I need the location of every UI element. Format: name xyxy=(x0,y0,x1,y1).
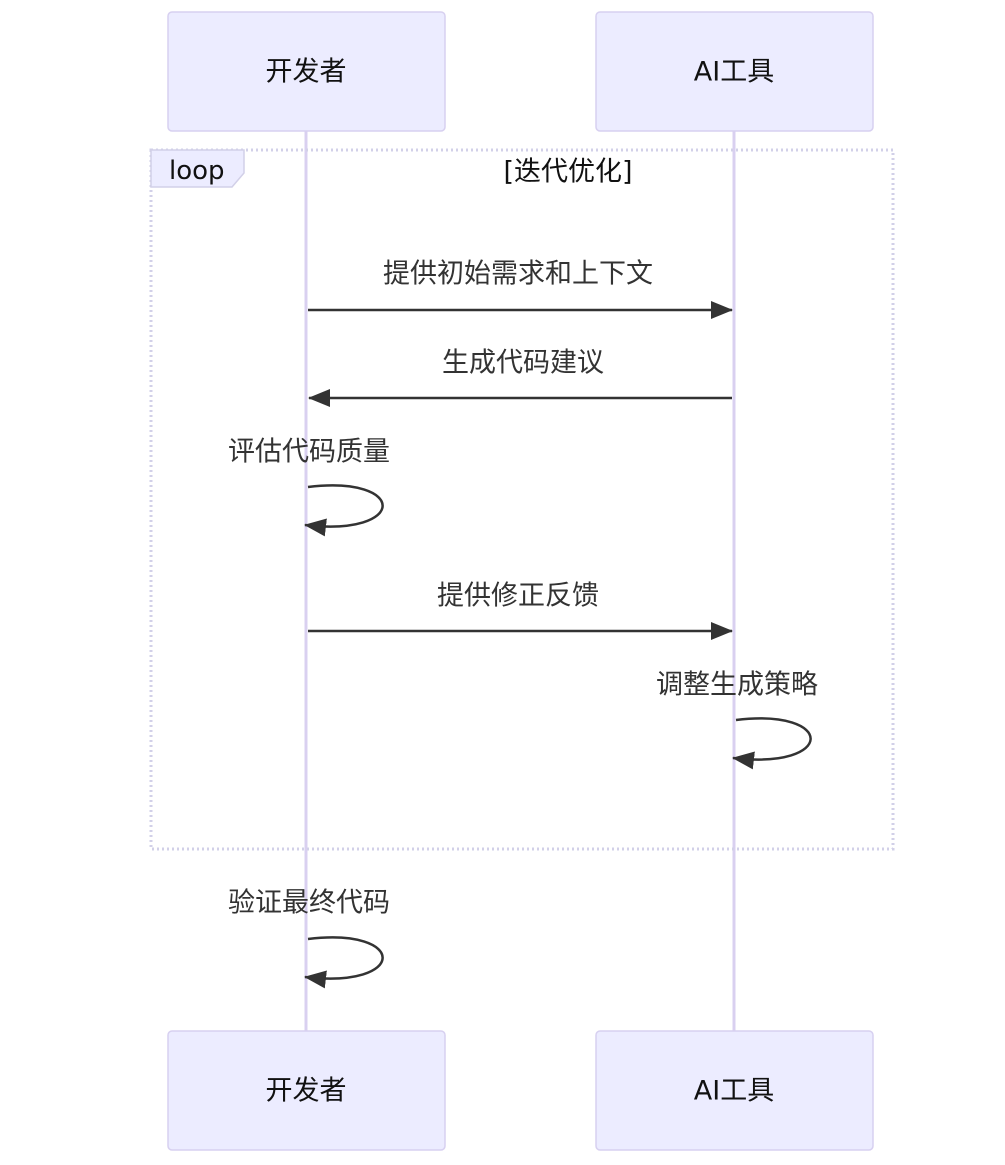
message-adjust-strategy-label: 调整生成策略 xyxy=(656,670,818,701)
message-evaluate-quality-label: 评估代码质量 xyxy=(228,437,390,468)
message-verify-final-code-label: 验证最终代码 xyxy=(228,888,390,919)
actor-developer-bottom-label: 开发者 xyxy=(266,1076,347,1107)
actor-ai-tool-top-label: AI工具 xyxy=(694,57,774,88)
message-verify-final-code: 验证最终代码 xyxy=(228,888,390,989)
message-adjust-strategy: 调整生成策略 xyxy=(656,670,818,770)
message-evaluate-quality-arrow xyxy=(304,484,384,537)
actor-ai-tool-top: AI工具 xyxy=(595,11,874,132)
message-provide-requirements: 提供初始需求和上下文 xyxy=(308,259,733,319)
message-verify-final-code-arrow xyxy=(304,936,384,989)
message-generate-suggestions: 生成代码建议 xyxy=(308,348,732,407)
loop-tab xyxy=(150,149,245,188)
message-provide-requirements-label: 提供初始需求和上下文 xyxy=(383,259,653,290)
message-generate-suggestions-label: 生成代码建议 xyxy=(442,348,604,379)
loop-condition: [迭代优化] xyxy=(503,157,632,188)
message-provide-feedback: 提供修正反馈 xyxy=(308,581,733,640)
message-provide-feedback-label: 提供修正反馈 xyxy=(437,581,599,612)
actor-ai-tool-bottom: AI工具 xyxy=(595,1030,874,1151)
actor-developer-top-label: 开发者 xyxy=(266,57,347,88)
message-adjust-strategy-arrow xyxy=(732,717,812,770)
actor-ai-tool-bottom-label: AI工具 xyxy=(694,1076,774,1107)
message-evaluate-quality: 评估代码质量 xyxy=(228,437,390,537)
loop-label: loop xyxy=(169,156,225,186)
actor-developer-bottom: 开发者 xyxy=(167,1030,446,1151)
actor-developer-top: 开发者 xyxy=(167,11,446,132)
loop-frame: loop [迭代优化] xyxy=(149,148,895,851)
